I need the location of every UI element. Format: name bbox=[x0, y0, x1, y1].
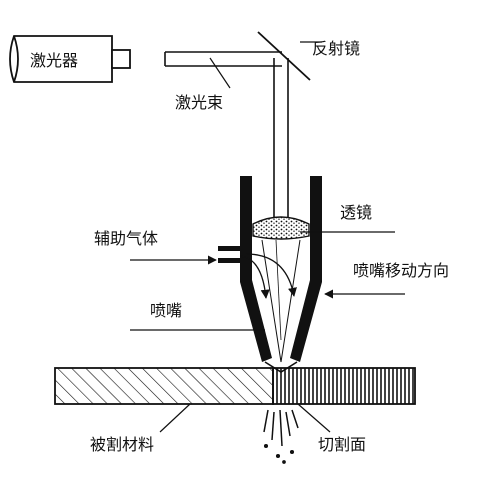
nozzle-label: 喷嘴 bbox=[150, 301, 182, 320]
nozzle-body bbox=[218, 176, 322, 362]
beam-leader bbox=[209, 57, 231, 89]
laser-source bbox=[9, 35, 131, 83]
sparks bbox=[263, 409, 299, 464]
cut-face-label: 切割面 bbox=[318, 435, 366, 454]
nozzle-move-direction-label: 喷嘴移动方向 bbox=[353, 261, 449, 280]
laser-beam-label: 激光束 bbox=[175, 93, 223, 112]
mirror bbox=[257, 31, 311, 81]
laser-beam-horizontal bbox=[164, 51, 282, 67]
workpiece bbox=[54, 361, 416, 405]
laser-label: 激光器 bbox=[30, 51, 78, 70]
workpiece-leader bbox=[159, 403, 191, 433]
focused-beam bbox=[261, 239, 301, 363]
gas-flow-arrows bbox=[239, 253, 297, 299]
cut-face-leader bbox=[297, 403, 331, 433]
mirror-label: 反射镜 bbox=[312, 39, 360, 58]
laser-beam-vertical bbox=[273, 58, 289, 218]
lens-label: 透镜 bbox=[340, 203, 372, 222]
assist-gas-label: 辅助气体 bbox=[94, 229, 158, 248]
lens bbox=[252, 216, 310, 240]
workpiece-label: 被割材料 bbox=[90, 435, 154, 454]
